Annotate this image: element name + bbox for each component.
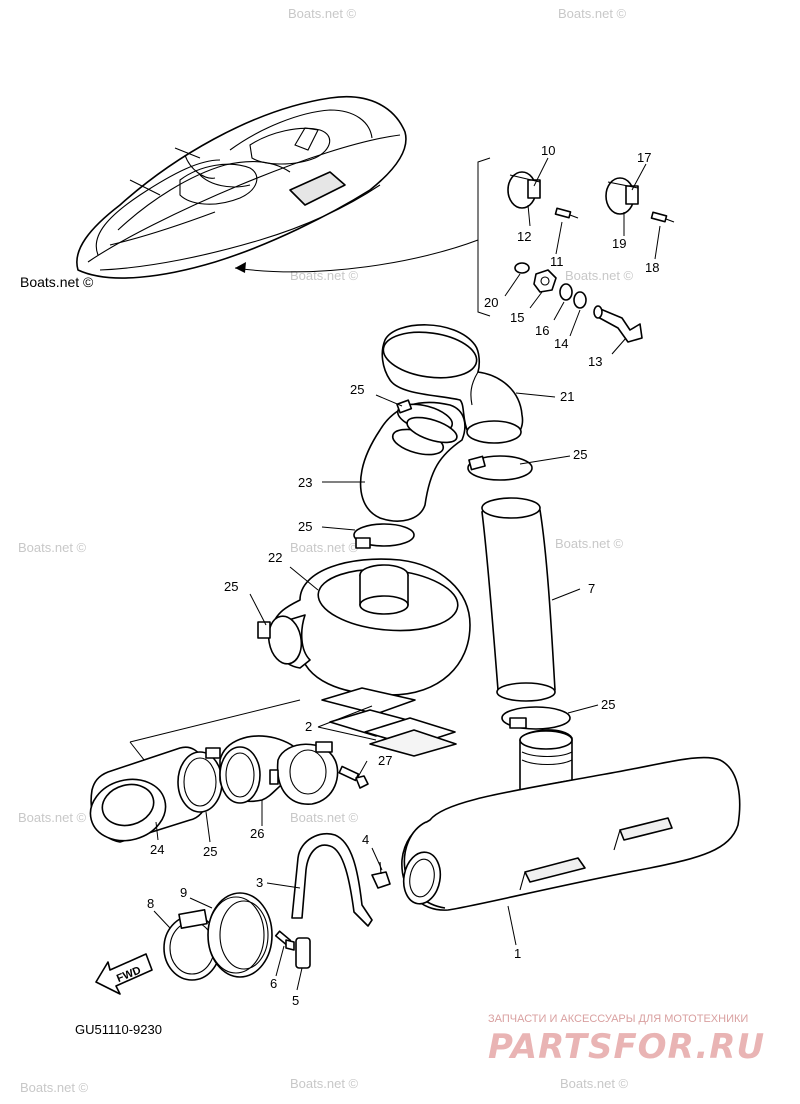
part-label-16: 16: [535, 323, 549, 338]
part-label-4: 4: [362, 832, 369, 847]
watermark: Boats.net ©: [560, 1076, 629, 1091]
watermark: Boats.net ©: [18, 810, 87, 825]
part-5-plate: [295, 937, 311, 969]
part-21-rubber-elbow: [381, 324, 524, 444]
part-11-pin: [554, 207, 579, 219]
brand-tagline: ЗАПЧАСТИ И АКСЕССУАРЫ ДЛЯ МОТОТЕХНИКИ: [488, 1013, 748, 1025]
part-label-1: 1: [514, 946, 521, 961]
part-label-24: 24: [150, 842, 164, 857]
watermark: Boats.net ©: [18, 540, 87, 555]
part-label-12: 12: [517, 229, 531, 244]
brand-logo: ЗАПЧАСТИ И АКСЕССУАРЫ ДЛЯ МОТОТЕХНИКИ PA…: [488, 1013, 765, 1067]
watermark: Boats.net ©: [565, 268, 634, 283]
part-label-5: 5: [292, 993, 299, 1008]
part-label-3: 3: [256, 875, 263, 890]
part-7-hose: [481, 497, 556, 702]
part-label-21: 21: [560, 389, 574, 404]
part-label-19: 19: [612, 236, 626, 251]
part-22-water-lock: [271, 558, 471, 696]
watermark: Boats.net ©: [20, 1080, 89, 1095]
part-label-18: 18: [645, 260, 659, 275]
part-27-bolt: [338, 765, 369, 789]
part-label-7: 7: [588, 581, 595, 596]
part-label-27: 27: [378, 753, 392, 768]
part-9-rubber-ring: [207, 892, 273, 978]
part-label-13: 13: [588, 354, 602, 369]
part-25-clamp: [467, 455, 533, 481]
part-18-pin: [650, 211, 675, 223]
part-label-11: 11: [550, 254, 564, 269]
watermark: Boats.net ©: [558, 6, 627, 21]
part-label-22: 22: [268, 550, 282, 565]
part-25-clamp: [396, 399, 458, 444]
part-6-bolt: [274, 930, 295, 951]
part-10-clamp: [507, 171, 541, 209]
part-label-20: 20: [484, 295, 498, 310]
part-label-26: 26: [250, 826, 264, 841]
part-20-clip: [514, 262, 530, 274]
part-label-9: 9: [180, 885, 187, 900]
part-label-25: 25: [601, 697, 615, 712]
part-label-15: 15: [510, 310, 524, 325]
part-17-clamp: [605, 177, 639, 215]
watermark: Boats.net ©: [288, 6, 357, 21]
fwd-arrow: FWD: [95, 953, 153, 995]
watermark: Boats.net ©: [290, 810, 359, 825]
part-13-fitting: [593, 305, 643, 343]
part-label-25: 25: [298, 519, 312, 534]
part-label-8: 8: [147, 896, 154, 911]
part-1-muffler: [401, 729, 741, 911]
part-16-washer: [559, 283, 573, 301]
part-3-band: [291, 833, 373, 927]
part-4-bolt: [371, 861, 391, 889]
watercraft-watermark: Boats.net ©: [20, 274, 94, 290]
part-label-25: 25: [224, 579, 238, 594]
part-26-flange: [269, 741, 339, 805]
watermark: Boats.net ©: [290, 1076, 359, 1091]
part-label-25: 25: [573, 447, 587, 462]
part-label-10: 10: [541, 143, 555, 158]
part-label-6: 6: [270, 976, 277, 991]
part-25-clamp: [501, 706, 571, 730]
drawing-code: GU51110-9230: [75, 1022, 162, 1037]
watermark: Boats.net ©: [290, 268, 359, 283]
watermark: Boats.net ©: [555, 536, 624, 551]
part-label-23: 23: [298, 475, 312, 490]
part-label-17: 17: [637, 150, 651, 165]
part-14-washer: [573, 291, 587, 309]
part-number-labels: 1 2 3 4 5 6 7 8 9 10 11 12 13 14 15 16 1…: [147, 143, 659, 1008]
part-25-clamp: [177, 747, 223, 813]
part-label-2: 2: [305, 719, 312, 734]
part-2-plates: [321, 687, 457, 757]
part-25-clamp: [353, 523, 415, 549]
part-15-nut: [533, 269, 557, 293]
part-8-hose-clamp: [163, 909, 221, 981]
brand-name: PARTSFOR.RU: [488, 1027, 765, 1067]
watercraft-illustration: [76, 96, 479, 279]
part-label-25: 25: [350, 382, 364, 397]
part-label-14: 14: [554, 336, 568, 351]
watermark: Boats.net ©: [290, 540, 359, 555]
leader-lines: [153, 157, 661, 991]
part-label-25: 25: [203, 844, 217, 859]
